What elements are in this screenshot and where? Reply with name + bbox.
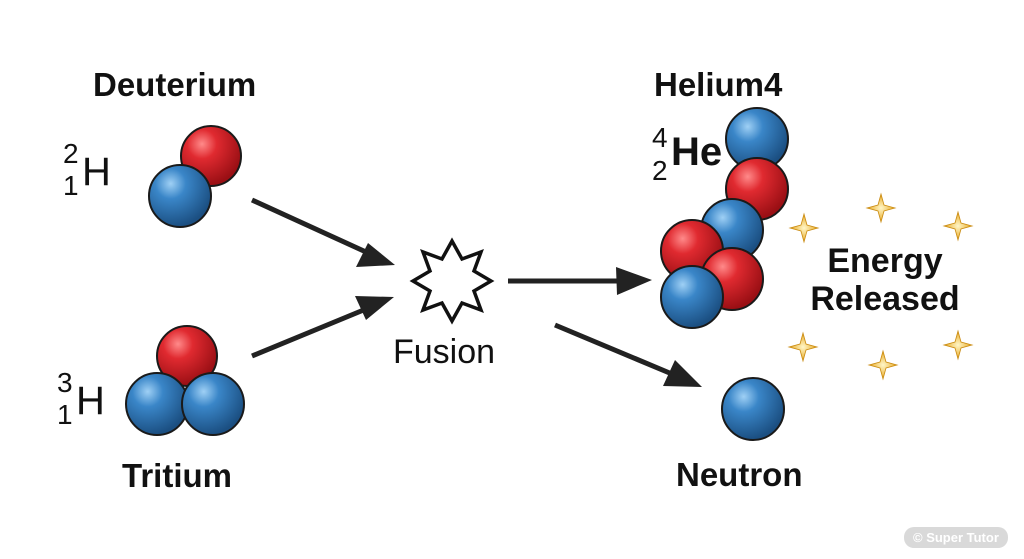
neutron: [181, 372, 245, 436]
sparkle-icon: [788, 212, 820, 244]
fusion-label: Fusion: [393, 333, 496, 371]
sparkle-icon: [867, 349, 899, 381]
energy-sparkles: [787, 192, 974, 381]
energy-line-2: Released: [810, 280, 960, 318]
helium-nucleus: [660, 107, 789, 329]
deuterium-symbol: H: [82, 150, 111, 194]
deuterium-label: Deuterium: [93, 66, 257, 103]
arrowhead: [663, 360, 702, 387]
arrow-tritium: [251, 306, 367, 359]
arrows: [250, 197, 702, 387]
tritium-atomic-number: 1: [57, 399, 73, 430]
arrowhead: [356, 243, 395, 267]
fusion-burst-icon: [409, 237, 495, 325]
neutron: [660, 265, 724, 329]
arrowhead: [355, 296, 394, 320]
energy-line-1: Energy: [827, 242, 943, 280]
neutron: [125, 372, 189, 436]
watermark-badge: © Super Tutor: [904, 527, 1008, 548]
sparkle-icon: [787, 331, 819, 363]
deuterium-atomic-number: 1: [63, 170, 79, 201]
helium-symbol: He: [671, 130, 723, 174]
tritium-symbol: H: [76, 379, 105, 423]
arrow-deuterium: [250, 197, 368, 255]
energy-released-label: Energy Released: [800, 242, 970, 318]
tritium-nucleus: [125, 325, 245, 436]
sparkle-icon: [942, 329, 974, 361]
tritium-label: Tritium: [122, 457, 233, 494]
sparkle-icon: [942, 210, 974, 242]
free-neutron: [721, 377, 785, 441]
deuterium-nucleus: [148, 125, 242, 228]
neutron-label: Neutron: [676, 456, 803, 493]
tritium-mass-number: 3: [57, 367, 73, 398]
helium-label: Helium4: [654, 66, 783, 103]
neutron: [148, 164, 212, 228]
helium-mass-number: 4: [652, 122, 668, 153]
arrowhead: [616, 267, 652, 295]
arrow-to-neutron: [554, 322, 673, 377]
helium-atomic-number: 2: [652, 155, 668, 186]
sparkle-icon: [865, 192, 897, 224]
deuterium-mass-number: 2: [63, 138, 79, 169]
